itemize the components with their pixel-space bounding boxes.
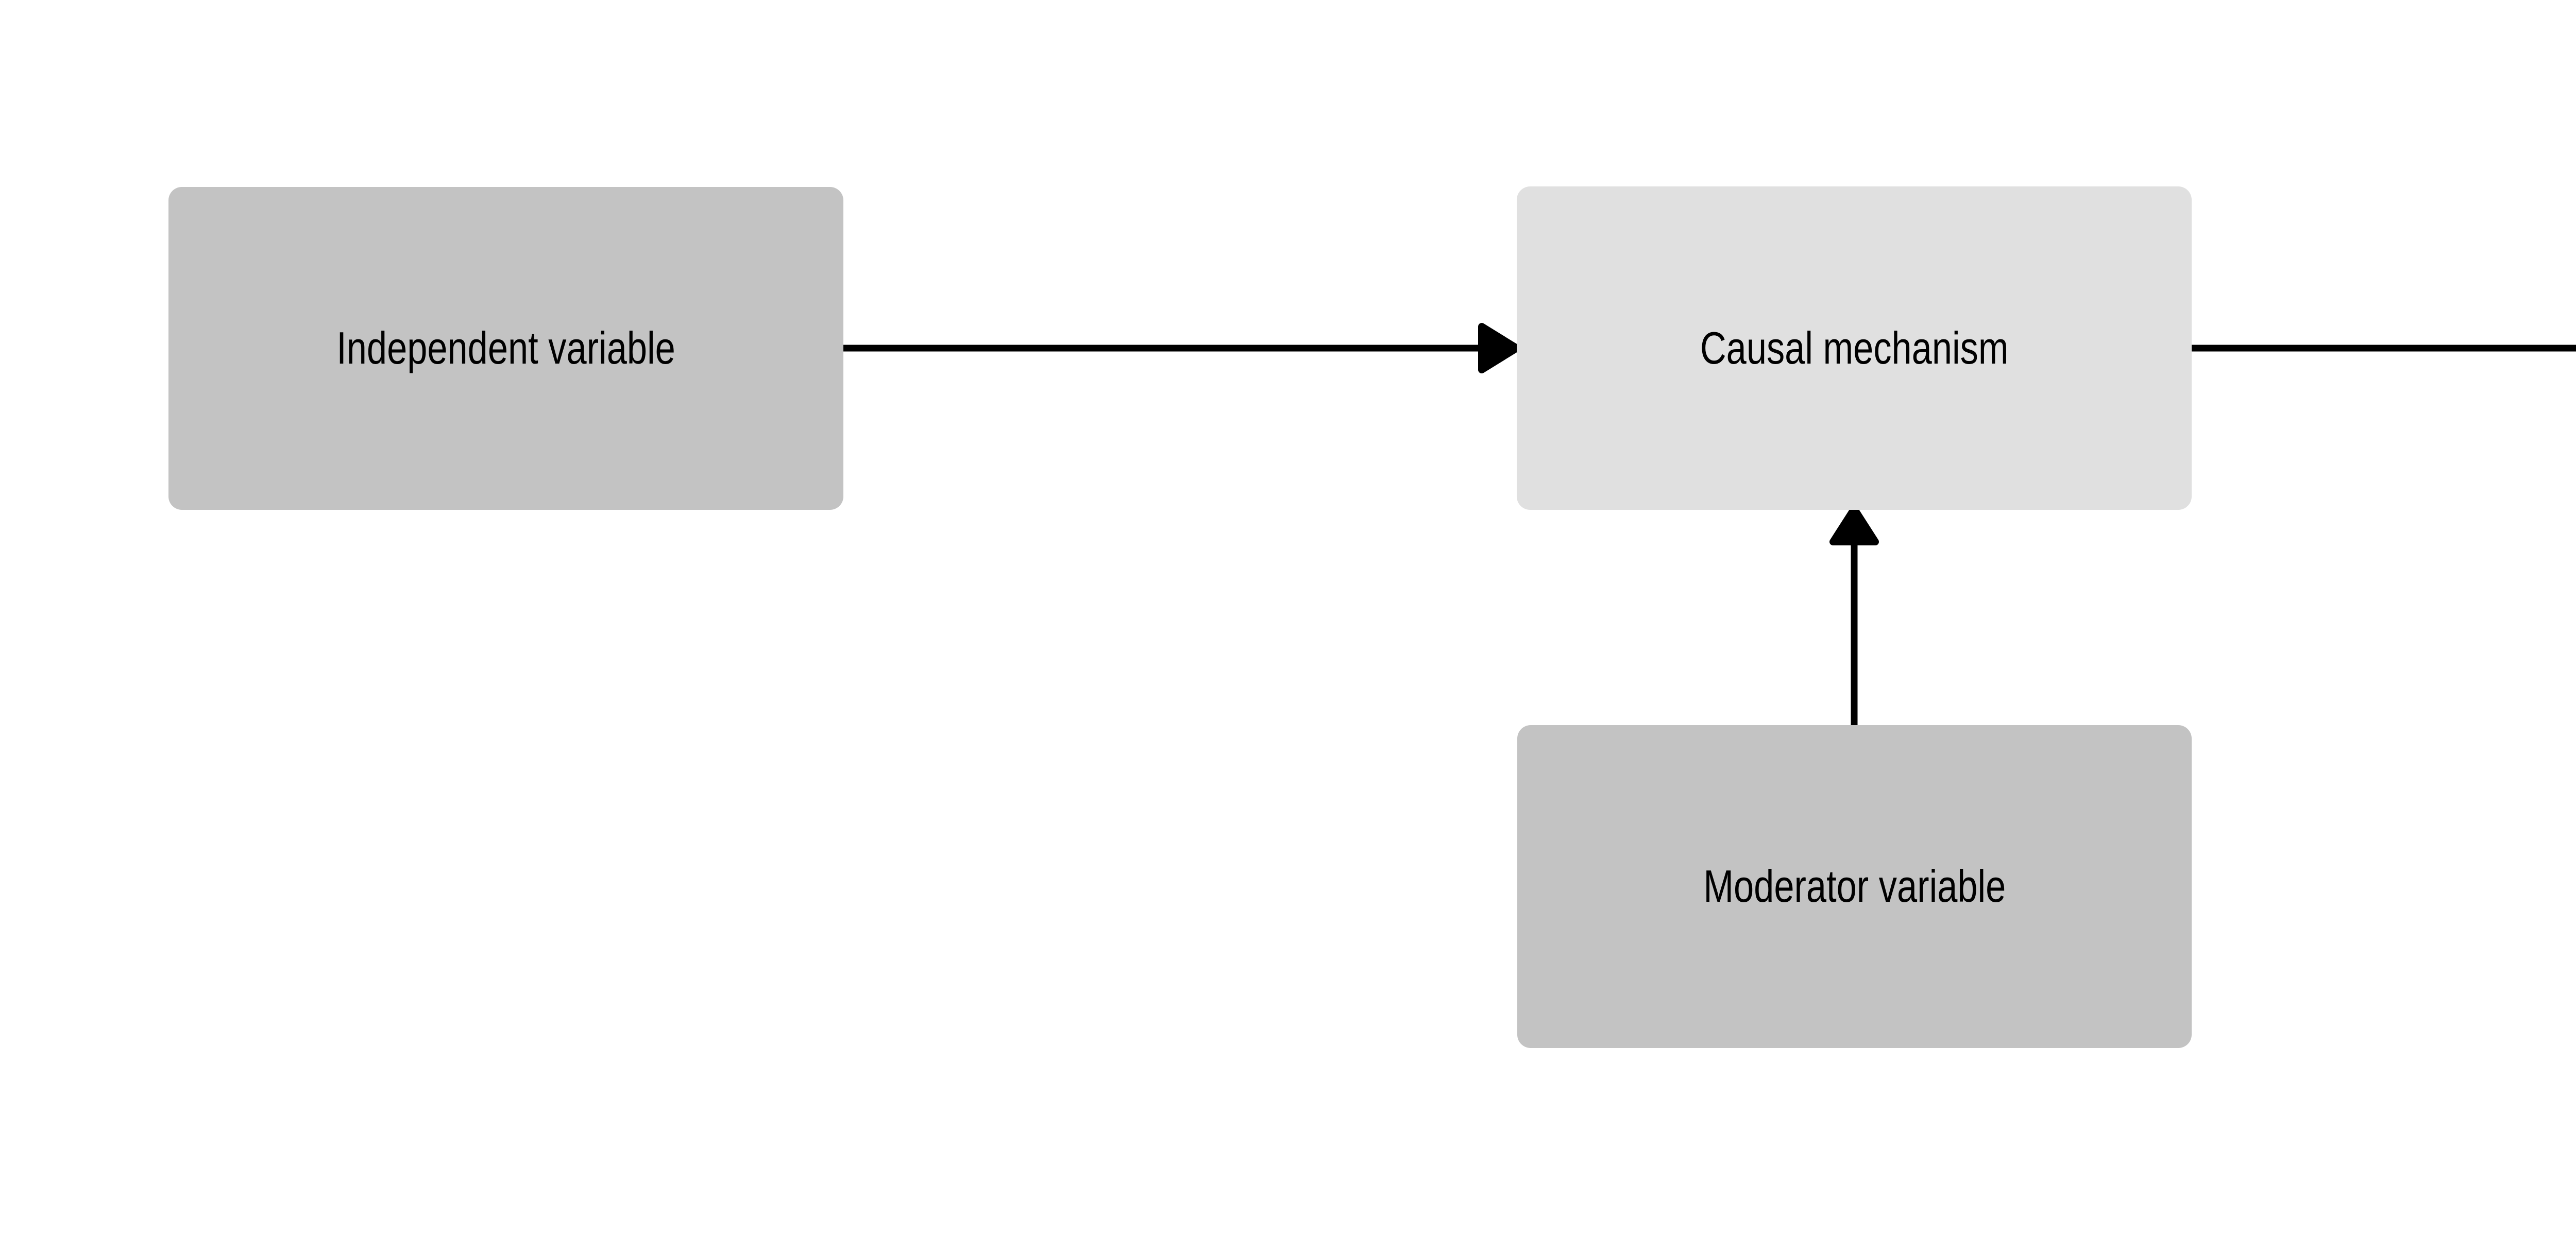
node-causal-mechanism[interactable]: Causal mechanism bbox=[1517, 186, 2192, 510]
edge-causal-to-dependent bbox=[2188, 345, 2576, 352]
node-moderator-variable[interactable]: Moderator variable bbox=[1517, 725, 2192, 1048]
edge-moderator-to-causal bbox=[1829, 505, 1879, 729]
node-label-causal-mechanism: Causal mechanism bbox=[1700, 322, 2009, 373]
edge-independent-to-causal bbox=[840, 323, 1520, 373]
node-label-independent-variable: Independent variable bbox=[336, 322, 675, 374]
arrowhead-icon bbox=[1829, 505, 1879, 545]
arrowhead-icon bbox=[1478, 323, 1520, 373]
node-independent-variable[interactable]: Independent variable bbox=[168, 187, 843, 510]
node-label-moderator-variable: Moderator variable bbox=[1703, 861, 2006, 912]
